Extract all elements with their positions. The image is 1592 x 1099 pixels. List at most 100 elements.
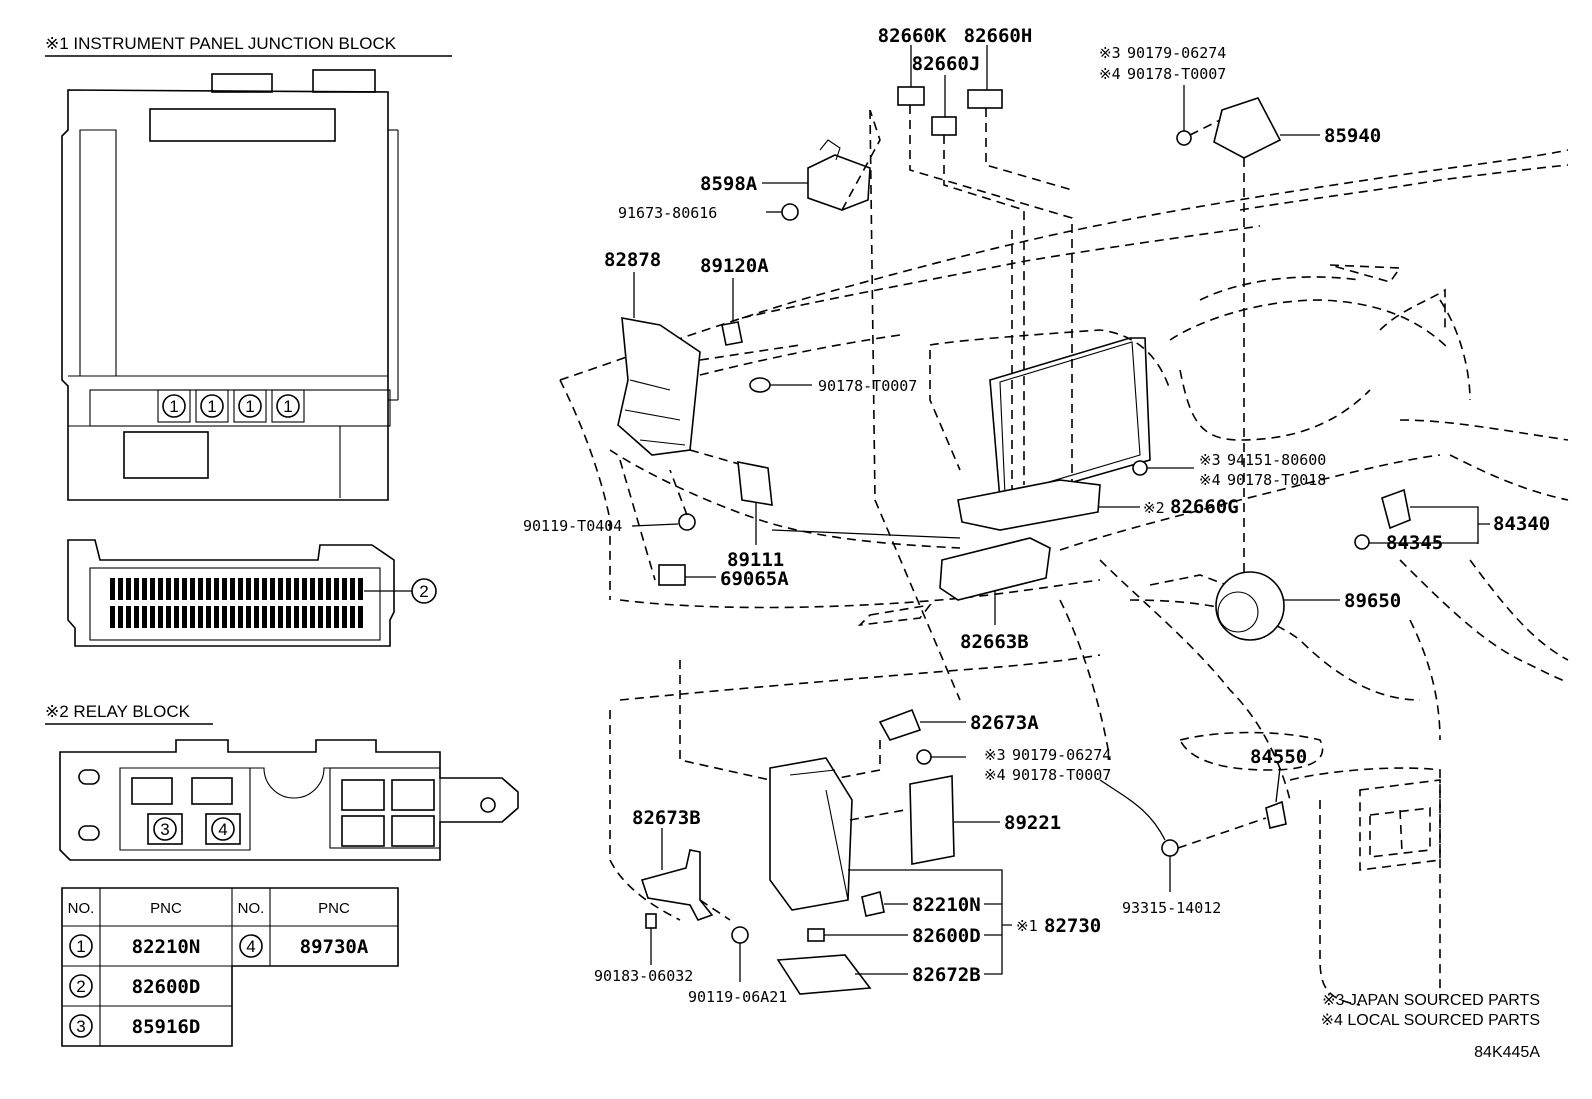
bolt-90119-06A21-part [731,926,749,944]
junction-marker-1c-text: 1 [245,397,254,416]
connector-pin [110,578,115,600]
connector-pin [358,578,363,600]
table-row: 1 82210N 4 89730A [69,934,369,958]
table-row-3-no: 3 [76,1017,85,1036]
label-84340: 84340 [1493,513,1550,535]
dashboard-outline [559,149,1569,1006]
label-note4-top: 90178-T0007 [1127,65,1226,83]
connector-pin [254,578,259,600]
label-91673-80616: 91673-80616 [618,204,717,222]
relay-block-section: ※2 RELAY BLOCK 3 4 [45,702,519,861]
clip-90183-part [645,913,657,929]
connector-pin [294,606,299,628]
illustration-code: 84K445A [1474,1044,1540,1061]
label-82878: 82878 [604,249,661,271]
relay-block-82660G-part [957,479,1101,531]
cover-82663B-part [939,537,1051,601]
table-row-3-pnc: 85916D [132,1016,201,1038]
relay-marker-4-text: 4 [218,820,227,839]
clip-84345-part [1354,534,1370,550]
label-note3-low-mark: ※3 [984,746,1006,764]
connector-pin [310,578,315,600]
clip-89120A-part [721,321,743,346]
junction-82730-part [769,757,853,911]
label-90178-T0007: 90178-T0007 [818,377,917,395]
connector-pin [350,606,355,628]
label-note4-top-mark: ※4 [1099,65,1121,83]
connector-pin [166,578,171,600]
module-85940-part [1213,97,1282,159]
connector-pin [214,606,219,628]
bracket-82673B-part [640,849,714,921]
junction-marker-1a-text: 1 [169,397,178,416]
sensor-89111-part [737,461,773,506]
connector-pin [318,578,323,600]
relay-82660J-part [931,116,957,136]
junction-marker-1c [238,394,262,418]
connector-pin [222,606,227,628]
label-note4-mid: 90178-T0018 [1227,471,1326,489]
relay-block-drawing: 3 4 [59,739,519,861]
label-89650: 89650 [1344,590,1401,612]
connector-pin [134,606,139,628]
relay-marker-4 [211,817,235,841]
junction-connector-face: 2 [67,539,437,647]
relay-marker-3-text: 3 [160,820,169,839]
connector-pin [206,606,211,628]
table-row-1-pnc2: 89730A [300,936,369,958]
label-84550: 84550 [1250,746,1307,768]
switch-69065A-part [658,564,686,586]
label-90119-T0404: 90119-T0404 [523,517,622,535]
table-header-pnc-2: PNC [318,900,350,917]
label-note3-top-mark: ※3 [1099,44,1121,62]
connector-pin [142,578,147,600]
relay-82210N-part [861,890,885,917]
label-82663B: 82663B [960,631,1029,653]
label-82660J: 82660J [912,53,981,75]
junction-marker-1b [200,394,224,418]
table-row: 3 85916D [69,1014,201,1038]
bracket-82673A-part [878,708,922,741]
label-89111: 89111 [727,549,784,571]
connector-pin [326,578,331,600]
connector-pin [278,606,283,628]
connector-pin [278,578,283,600]
connector-pin [254,606,259,628]
label-note4-mid-mark: ※4 [1199,471,1221,489]
label-82660H: 82660H [964,25,1033,47]
connector-pin [150,578,155,600]
connector-pin [286,578,291,600]
connector-pin [302,606,307,628]
label-note4-low-mark: ※4 [984,766,1006,784]
connector-pin [318,606,323,628]
connector-pin [198,578,203,600]
bolt-90119-T0404-part [678,513,696,531]
fuse-82600D-part [807,928,825,942]
table-row-1-pnc: 82210N [132,936,201,958]
label-93315-14012: 93315-14012 [1122,899,1221,917]
connector-pin [222,578,227,600]
pnc-table: NO. PNC NO. PNC 1 82210N 4 89730A 2 8260… [61,887,399,1047]
connector-pin [334,606,339,628]
label-note3-top: 90179-06274 [1127,44,1226,62]
connector-pin [270,606,275,628]
label-90183-06032: 90183-06032 [594,967,693,985]
note-japan-sourced: ※3 JAPAN SOURCED PARTS [1322,992,1540,1009]
label-89120A: 89120A [700,255,769,277]
label-82660K: 82660K [878,25,947,47]
connector-pin [158,606,163,628]
connector-pin [174,578,179,600]
connector-pin [230,578,235,600]
connector-pin [238,606,243,628]
connector-pin [294,578,299,600]
connector-pin [214,578,219,600]
bracket-82878-part [617,317,701,456]
table-header-no-1: NO. [68,900,95,917]
junction-label-plate [149,108,336,142]
connector-pin [206,578,211,600]
connector-pin [302,578,307,600]
table-header-pnc-1: PNC [150,900,182,917]
label-8598A: 8598A [700,173,758,195]
relay-marker-3 [153,817,177,841]
connector-pin [134,578,139,600]
